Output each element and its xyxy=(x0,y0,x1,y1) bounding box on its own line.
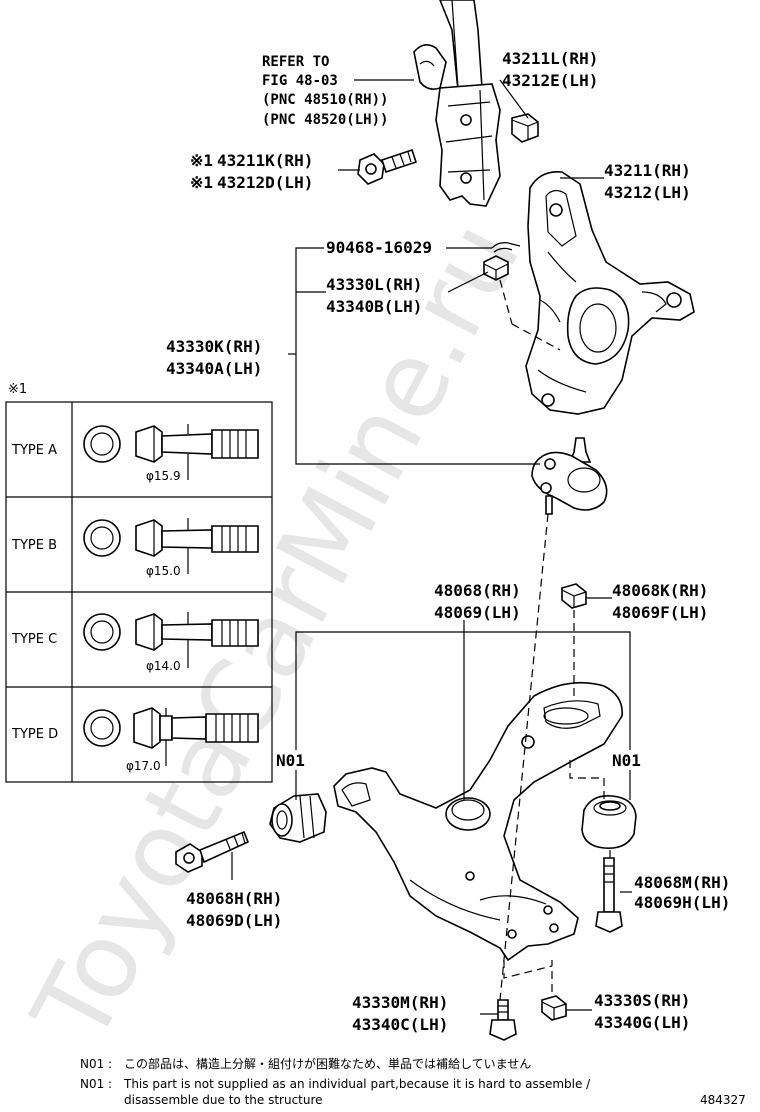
refer-line-4: (PNC 48520(LH)) xyxy=(262,112,388,128)
refer-line-1: REFER TO xyxy=(262,54,329,70)
refer-line-2: FIG 48-03 xyxy=(262,73,338,89)
refer-line-3: (PNC 48510(RH)) xyxy=(262,92,388,108)
strut-illustration xyxy=(413,0,501,207)
label-48068[interactable]: 48068(RH) xyxy=(434,581,521,600)
label-43340a[interactable]: 43340A(LH) xyxy=(166,359,262,378)
label-43330m[interactable]: 43330M(RH) xyxy=(352,993,448,1012)
note-jp-prefix: N01 : xyxy=(80,1057,112,1071)
label-48068h[interactable]: 48068H(RH) xyxy=(186,889,282,908)
label-43340c[interactable]: 43340C(LH) xyxy=(352,1015,448,1034)
label-48069f[interactable]: 48069F(LH) xyxy=(612,603,708,622)
ball-joint-illustration xyxy=(531,437,608,515)
bolt-type-table: ※1 TYPE A φ15.9 TYPE B xyxy=(5,382,273,783)
bolt-43211k-illustration xyxy=(357,148,418,185)
table-dia-a: φ15.9 xyxy=(146,469,181,483)
table-type-d: TYPE D xyxy=(11,727,58,742)
leader-lines xyxy=(231,79,632,1015)
table-type-a: TYPE A xyxy=(11,443,57,458)
label-48069d[interactable]: 48069D(LH) xyxy=(186,911,282,930)
nut-48068k-illustration xyxy=(561,583,587,609)
note-en-line-1: This part is not supplied as an individu… xyxy=(123,1077,591,1091)
label-48069h[interactable]: 48069H(LH) xyxy=(634,893,730,912)
table-dia-b: φ15.0 xyxy=(146,564,181,578)
figure-number: 484327 xyxy=(700,1093,746,1107)
label-43330l[interactable]: 43330L(RH) xyxy=(326,275,422,294)
label-90468-16029[interactable]: 90468-16029 xyxy=(326,238,432,257)
table-dia-c: φ14.0 xyxy=(146,659,181,673)
label-43340g[interactable]: 43340G(LH) xyxy=(594,1013,690,1032)
rear-bushing-illustration xyxy=(581,794,637,850)
mark-43212d: ※1 xyxy=(190,173,213,192)
label-n01-left[interactable]: N01 xyxy=(276,751,305,770)
steering-knuckle-illustration xyxy=(525,171,695,415)
table-type-b: TYPE B xyxy=(11,538,57,553)
castle-nut-43330l-illustration xyxy=(483,255,509,281)
bolt-48068m-illustration xyxy=(595,857,623,933)
note-jp-text: この部品は、構造上分解・組付けが困難なため、単品では補給していません xyxy=(124,1056,531,1071)
table-row: TYPE B φ15.0 xyxy=(11,518,259,578)
label-43330s[interactable]: 43330S(RH) xyxy=(594,991,690,1010)
label-43330k[interactable]: 43330K(RH) xyxy=(166,337,262,356)
label-48069[interactable]: 48069(LH) xyxy=(434,603,521,622)
label-43211[interactable]: 43211(RH) xyxy=(604,161,691,180)
bolt-43330m-illustration xyxy=(489,999,517,1041)
label-48068m[interactable]: 48068M(RH) xyxy=(634,873,730,892)
table-row: TYPE C φ14.0 xyxy=(11,612,259,673)
nut-43330s-illustration xyxy=(541,995,567,1021)
note-en-line-2: disassemble due to the structure xyxy=(124,1093,323,1107)
assembly-dashed-lines xyxy=(499,279,611,1001)
label-43212[interactable]: 43212(LH) xyxy=(604,183,691,202)
label-n01-right[interactable]: N01 xyxy=(612,751,641,770)
lower-arm-illustration xyxy=(333,681,623,962)
table-row: TYPE D φ17.0 xyxy=(11,707,259,773)
table-mark: ※1 xyxy=(8,382,27,397)
label-43340b[interactable]: 43340B(LH) xyxy=(326,297,422,316)
bolt-48068h-illustration xyxy=(175,830,250,873)
label-48068k[interactable]: 48068K(RH) xyxy=(612,581,708,600)
table-type-c: TYPE C xyxy=(11,632,57,647)
note-en-prefix: N01 : xyxy=(80,1077,112,1091)
label-43212e[interactable]: 43212E(LH) xyxy=(502,71,598,90)
label-43211l[interactable]: 43211L(RH) xyxy=(502,49,598,68)
label-refer-to: REFER TO FIG 48-03 (PNC 48510(RH)) (PNC … xyxy=(262,54,388,128)
cotter-pin-illustration xyxy=(491,242,521,253)
label-43212d[interactable]: 43212D(LH) xyxy=(217,173,313,192)
table-dia-d: φ17.0 xyxy=(126,759,161,773)
front-bushing-illustration xyxy=(269,793,327,843)
nut-43211l-illustration xyxy=(511,113,539,143)
label-43211k[interactable]: 43211K(RH) xyxy=(217,151,313,170)
footnotes: N01 : この部品は、構造上分解・組付けが困難なため、単品では補給していません… xyxy=(80,1056,591,1107)
mark-43211k: ※1 xyxy=(190,151,213,170)
table-row: TYPE A φ15.9 xyxy=(11,424,259,483)
